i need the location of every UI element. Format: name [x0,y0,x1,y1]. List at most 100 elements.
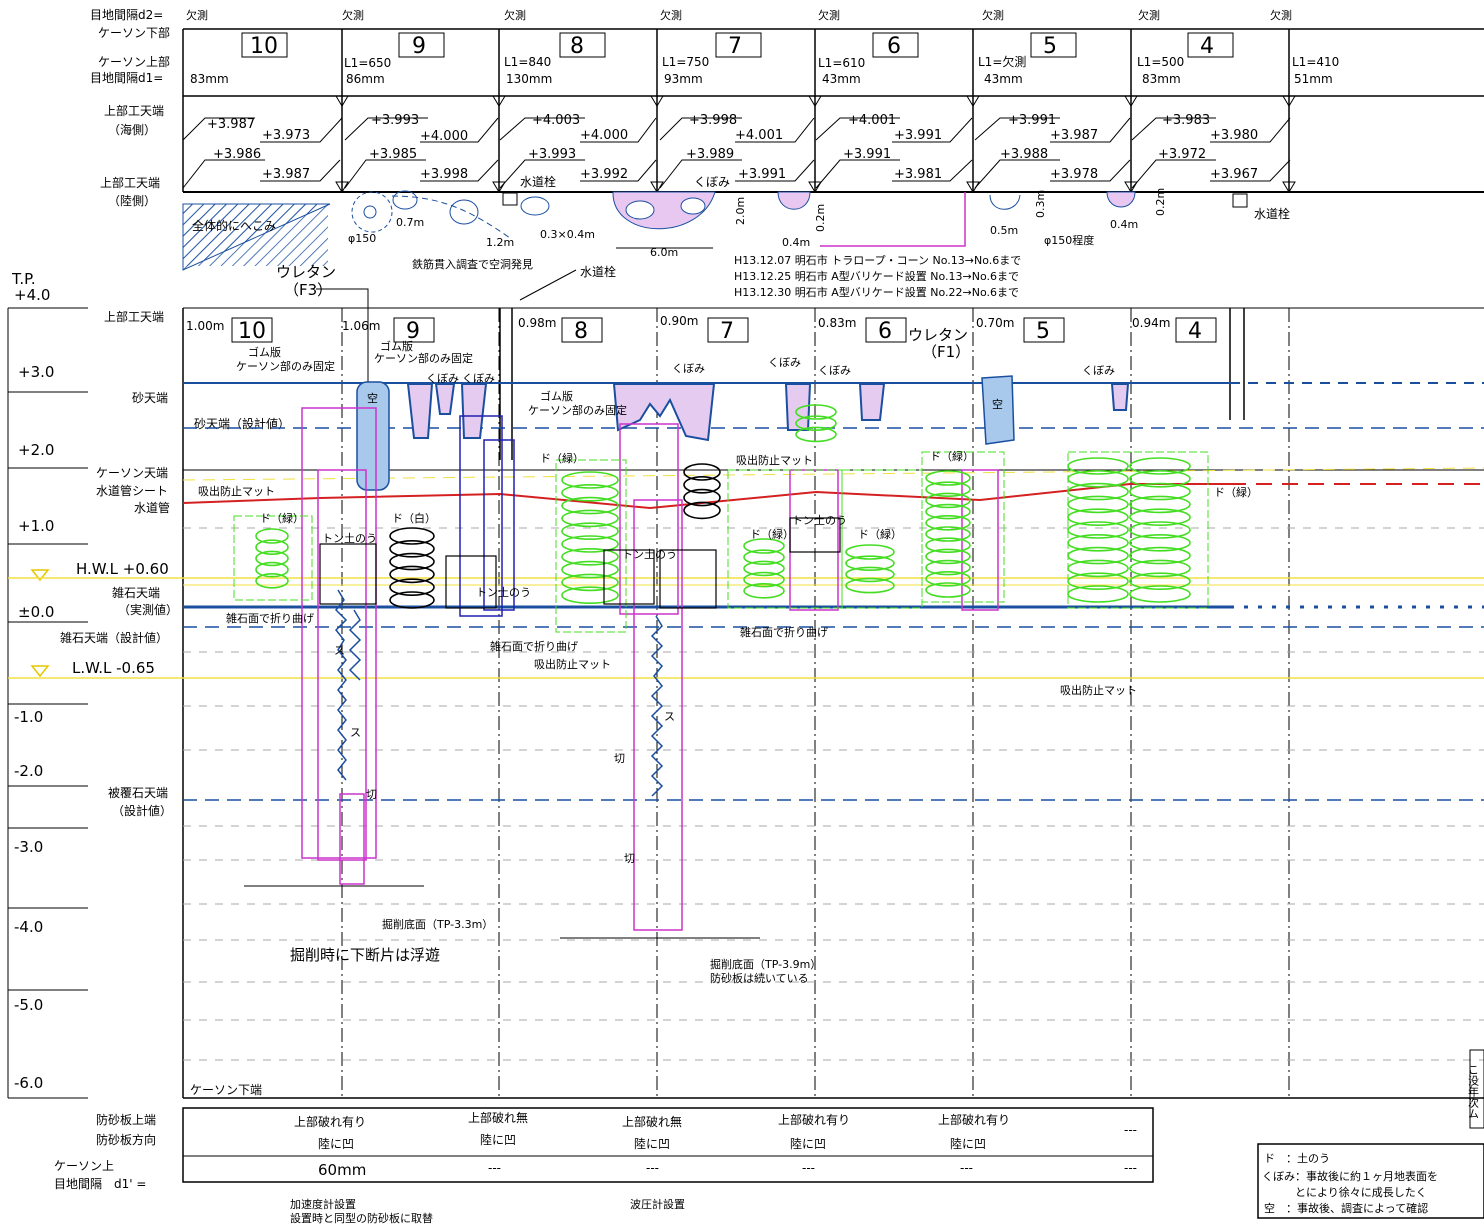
do-green: ド（緑） [858,527,902,541]
level-caisson-bottom: ケーソン下端 [190,1083,262,1097]
sandbag [1067,572,1129,591]
sandbag [845,577,895,594]
ton-sandbag [789,517,841,553]
caisson-no-top: 7 [728,34,742,59]
sandbag [1067,457,1129,475]
mat-note: 吸出防止マット [1060,683,1137,697]
sandbag [925,526,971,542]
joint-marker-icon [1282,181,1296,193]
bottom-table: 防砂板上端 防砂板方向 ケーソン上 目地間隔 d1' = 上部破れ有り 上部破れ… [54,1107,1154,1225]
note-d05: 0.5m [990,224,1018,237]
section-view: T.P. +4.0 +3.0 +2.0 +1.0 ±0.0 -1.0 -2.0 … [7,263,1484,1099]
do-white: ド（白） [392,511,436,525]
d1-value: 130mm [506,72,552,86]
do-green: ド（緑） [750,527,794,541]
sandbag [845,544,895,560]
sandbag [1067,482,1129,501]
table-cell: --- [1124,1161,1137,1175]
note-d04c: 0.4m [1110,218,1138,231]
d1-value: 43mm [984,72,1023,86]
level-super-top: 上部工天端 [104,309,164,324]
sandbag [925,481,971,498]
note-d12: 1.2m [486,236,514,249]
scale-value: ±0.0 [18,603,54,621]
sandbag [1129,585,1191,603]
d2-value: 欠測 [982,8,1004,22]
tonbag-note: トン土のう [322,532,377,545]
sandbag [1067,508,1129,527]
elev-land: +3.992 [580,167,628,182]
kubomi-label: くぼみ [768,356,801,369]
elev-sea: +4.003 [532,113,580,128]
joint-marker-icon [335,95,349,107]
note-d20: 2.0m [734,197,747,225]
sandbag [1067,495,1129,514]
sandbag-white [683,501,721,520]
kubomi-label: くぼみ [672,362,705,375]
urethane-f3: ウレタン [276,263,336,281]
elev-land: +3.991 [843,147,891,162]
d1-value: 83mm [1142,72,1181,86]
table-cell: 上部破れ有り [938,1112,1010,1127]
caisson-top-depth: 1.00m [186,319,224,333]
joint-marker-icon [1282,95,1296,107]
joint-marker-icon [335,181,349,193]
kubomi-label: くぼみ [818,364,851,377]
l1-value: L1=610 [818,56,865,70]
elev-land: +3.991 [738,167,786,182]
kiri-mark: 切 [614,752,625,765]
d1-value: 93mm [664,72,703,86]
table-cell: 陸に凹 [318,1137,354,1151]
sandbag [845,566,895,583]
table-cell: 上部破れ有り [294,1114,366,1129]
plan-defects: 全体的にへこみ φ150 0.7m 1.2m 0.3×0.4m 水道栓 くぼみ … [182,174,1290,301]
sandbag [1067,469,1129,488]
table-row-label: 防砂板方向 [96,1132,156,1147]
caisson-no: 4 [1188,319,1202,344]
sandbag [795,415,837,432]
excav-note: 掘削底面（TP-3.3m） [382,917,493,931]
note-phi150: φ150 [348,232,376,245]
table-row-label: 防砂板上端 [96,1112,156,1127]
table-cell: --- [646,1161,659,1175]
legend-line: 空 ：事故後、調査によって確認 [1264,1201,1428,1215]
label-land-side-sub: （陸側） [108,194,156,208]
sandbag [1067,585,1129,603]
label-caisson-bottom: ケーソン下部 [98,25,170,40]
caisson-no-top: 5 [1043,34,1057,59]
table-cell: 上部破れ無 [468,1110,528,1125]
note-d07: 0.7m [396,216,424,229]
kiri-mark: 切 [366,788,377,801]
caisson-no-top: 9 [412,34,426,59]
scale-value: -4.0 [14,918,43,936]
table-cell: 上部破れ無 [622,1114,682,1129]
sandbag-white [683,475,721,494]
urethane-f1: ウレタン [908,326,968,344]
table-row-label: 目地間隔 d1' = [54,1177,146,1191]
d2-value: 欠測 [1138,8,1160,22]
scale-value: -5.0 [14,996,43,1014]
sandbag [561,535,619,553]
joint-marker-icon [966,95,980,107]
sandbag [255,572,289,589]
caisson-top-depth: 0.90m [660,314,698,328]
ton-sandbag [659,549,717,609]
caisson-no-top: 10 [250,34,278,59]
ton-sandbag [603,549,655,605]
sandbag [925,514,971,531]
do-green: ド（緑） [930,449,974,463]
rubber-note: ケーソン部のみ固定 [374,351,473,365]
caisson-top-depth: 1.06m [342,319,380,333]
rubber-note: ゴム版 [248,345,281,359]
note-hydrant2: 水道栓 [1254,206,1290,221]
caisson-top-depth: 0.94m [1132,316,1170,330]
elev-sea: +3.991 [1008,113,1056,128]
urethane-f3-code: （F3） [284,281,332,299]
void-label: 空 [367,391,378,405]
sandbag-white [683,488,721,507]
level-pipe: 水道管 [134,500,170,515]
tp-top: +4.0 [14,286,50,304]
note-kubomi: くぼみ [694,175,730,189]
sandbag [925,582,971,598]
